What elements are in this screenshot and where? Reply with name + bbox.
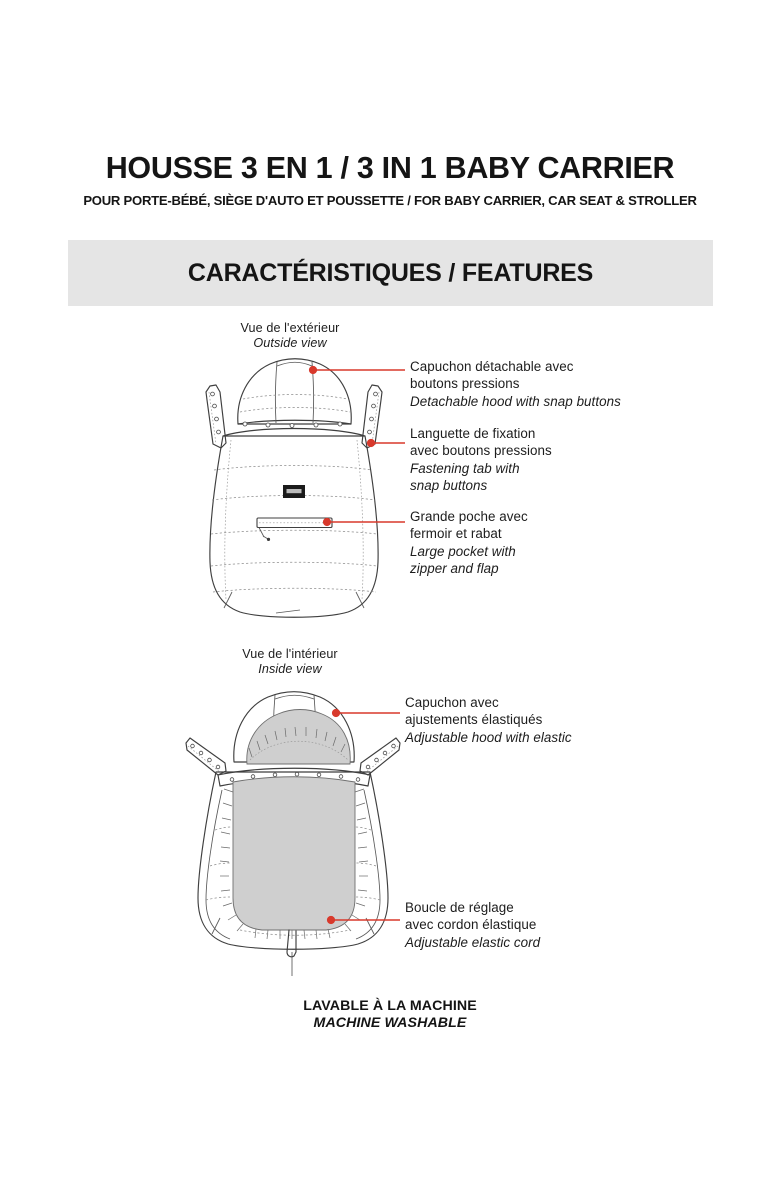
- care-instruction-en: MACHINE WASHABLE: [313, 1015, 467, 1032]
- annotation-pocket-en-line1: Large pocket with: [410, 543, 516, 559]
- annotation-elastic-cord: Boucle de réglage avec cordon élastique …: [405, 899, 673, 951]
- annotation-hood-en-line1: Detachable hood with snap buttons: [410, 393, 621, 409]
- caption-inside-fr: Vue de l'intérieur: [242, 647, 338, 661]
- caption-outside-en: Outside view: [253, 335, 327, 350]
- care-instruction: LAVABLE À LA MACHINE MACHINE WASHABLE: [0, 998, 780, 1033]
- illustration-outside-view: [205, 358, 383, 618]
- annotation-pocket: Grande poche avec fermoir et rabat Large…: [410, 508, 678, 578]
- annotation-inner-hood-fr-line1: Capuchon avec: [405, 695, 499, 710]
- caption-inside-view: Vue de l'intérieur Inside view: [170, 647, 410, 677]
- annotation-hood-fr-line1: Capuchon détachable avec: [410, 359, 574, 374]
- page-subtitle: POUR PORTE-BÉBÉ, SIÈGE D'AUTO ET POUSSET…: [83, 193, 697, 209]
- annotation-hood-fr-line2: boutons pressions: [410, 376, 520, 392]
- annotation-fastening-tab-en-line1: Fastening tab with: [410, 460, 520, 476]
- annotation-inner-hood: Capuchon avec ajustements élastiqués Adj…: [405, 694, 673, 746]
- caption-outside-fr: Vue de l'extérieur: [240, 321, 340, 335]
- title-block: HOUSSE 3 EN 1 / 3 IN 1 BABY CARRIER POUR…: [0, 151, 780, 209]
- annotation-pocket-fr-line2: fermoir et rabat: [410, 526, 502, 542]
- annotation-fastening-tab-fr-line2: avec boutons pressions: [410, 443, 552, 459]
- features-band: CARACTÉRISTIQUES / FEATURES: [68, 240, 713, 306]
- annotation-elastic-cord-en-line1: Adjustable elastic cord: [405, 934, 541, 950]
- annotation-leader-lines: [308, 365, 405, 925]
- page-title: HOUSSE 3 EN 1 / 3 IN 1 BABY CARRIER: [105, 151, 675, 185]
- annotation-hood: Capuchon détachable avec boutons pressio…: [410, 358, 678, 410]
- annotation-fastening-tab: Languette de fixation avec boutons press…: [410, 425, 678, 495]
- annotation-inner-hood-en-line1: Adjustable hood with elastic: [405, 729, 572, 745]
- annotation-fastening-tab-en-line2: snap buttons: [410, 478, 488, 494]
- illustration-inside-view: [185, 691, 401, 976]
- caption-outside-view: Vue de l'extérieur Outside view: [170, 321, 410, 351]
- annotation-pocket-en-line2: zipper and flap: [410, 561, 499, 577]
- annotation-pocket-fr-line1: Grande poche avec: [410, 509, 528, 524]
- care-instruction-fr: LAVABLE À LA MACHINE: [303, 998, 477, 1014]
- caption-inside-en: Inside view: [258, 661, 322, 676]
- annotation-fastening-tab-fr-line1: Languette de fixation: [410, 426, 536, 441]
- annotation-inner-hood-fr-line2: ajustements élastiqués: [405, 712, 543, 728]
- annotation-elastic-cord-fr-line1: Boucle de réglage: [405, 900, 514, 915]
- annotation-elastic-cord-fr-line2: avec cordon élastique: [405, 917, 537, 933]
- features-band-label: CARACTÉRISTIQUES / FEATURES: [187, 258, 594, 287]
